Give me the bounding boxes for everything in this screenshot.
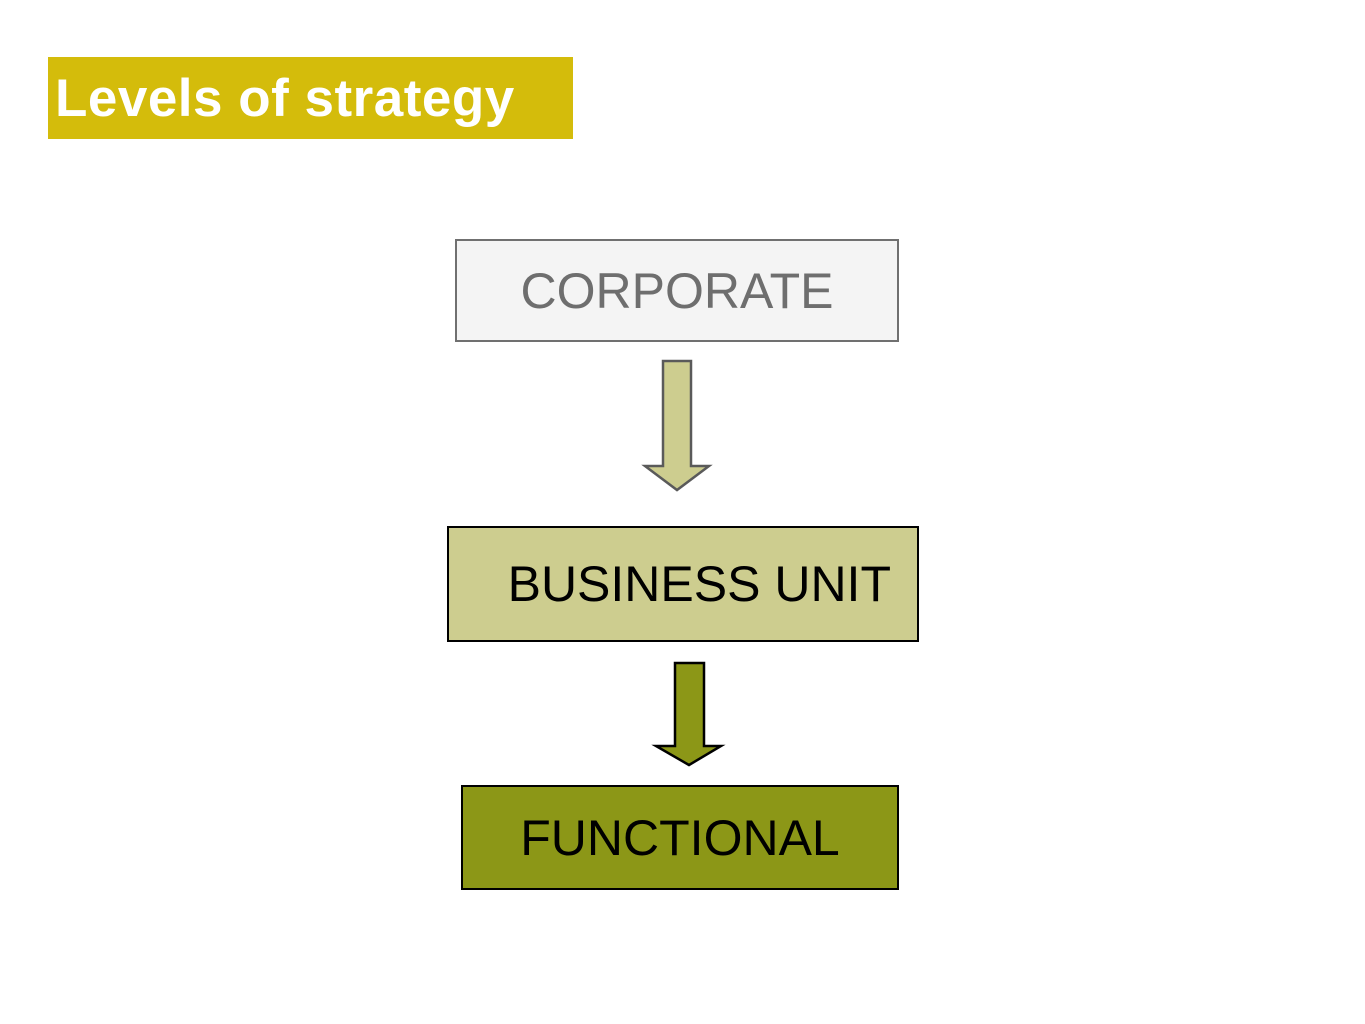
- arrow-down-icon: [651, 661, 726, 767]
- level-box-corporate: CORPORATE: [455, 239, 899, 342]
- title-banner: Levels of strategy: [48, 57, 573, 139]
- level-label-functional: FUNCTIONAL: [520, 809, 840, 866]
- level-box-functional: FUNCTIONAL: [461, 785, 899, 890]
- level-label-corporate: CORPORATE: [520, 262, 834, 319]
- arrow-down-icon: [641, 359, 713, 492]
- level-box-business-unit: BUSINESS UNIT: [447, 526, 919, 642]
- level-label-business-unit: BUSINESS UNIT: [507, 556, 891, 612]
- page-title: Levels of strategy: [55, 68, 515, 128]
